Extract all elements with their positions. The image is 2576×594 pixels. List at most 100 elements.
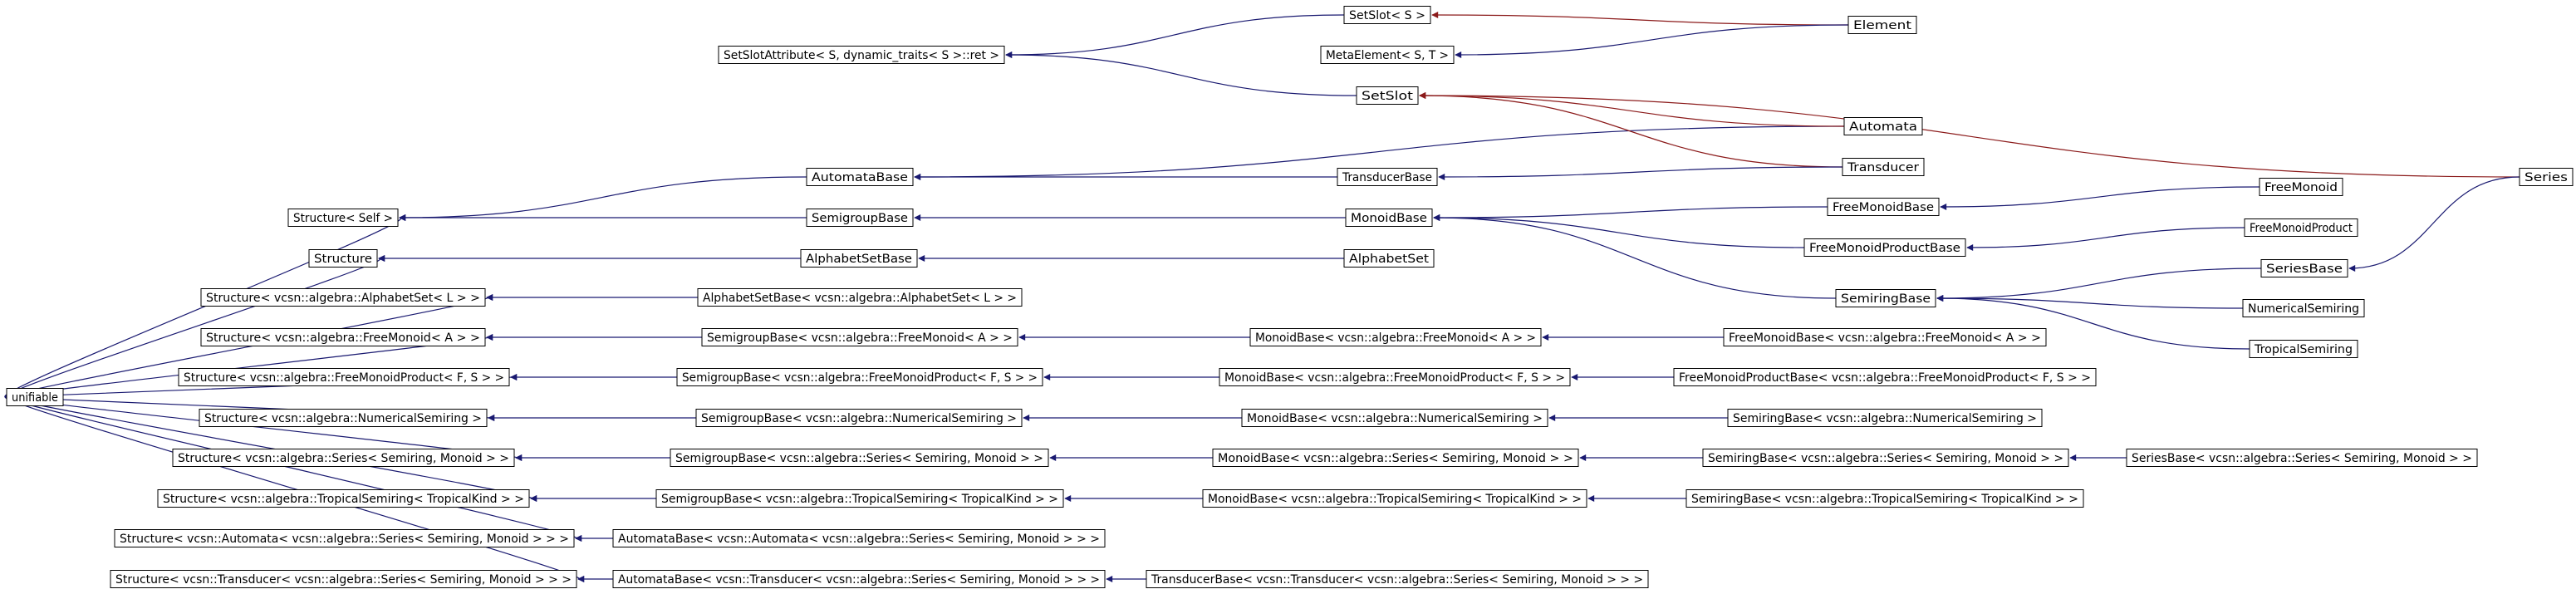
class-node-label: Structure< vcsn::algebra::TropicalSemiri…: [163, 493, 524, 506]
class-node-freemonoid[interactable]: FreeMonoid: [2259, 178, 2343, 196]
class-node-label: TransducerBase: [1342, 171, 1432, 184]
class-node-tropicalsemiring[interactable]: TropicalSemiring: [2249, 340, 2358, 358]
class-node-box: [157, 489, 530, 508]
class-node-structure-tropicalsemiring[interactable]: Structure< vcsn::algebra::TropicalSemiri…: [157, 489, 530, 508]
class-node-label: MonoidBase< vcsn::algebra::TropicalSemir…: [1208, 493, 1582, 506]
class-node-box: [2249, 340, 2358, 358]
class-node-semigroupbase[interactable]: SemigroupBase: [806, 209, 914, 227]
class-node-label: SemigroupBase< vcsn::algebra::Series< Se…: [675, 452, 1043, 465]
class-node-structure-transducer[interactable]: Structure< vcsn::Transducer< vcsn::algeb…: [110, 570, 577, 588]
class-node-alphabetsetbase-alphabetset[interactable]: AlphabetSetBase< vcsn::algebra::Alphabet…: [697, 288, 1023, 307]
class-node-structure-alphabetset[interactable]: Structure< vcsn::algebra::AlphabetSet< L…: [200, 288, 486, 307]
class-node-semigroupbase-freemonoid[interactable]: SemigroupBase< vcsn::algebra::FreeMonoid…: [701, 328, 1018, 346]
class-node-box: [1202, 489, 1587, 508]
class-node-freemonoidproductbase[interactable]: FreeMonoidProductBase: [1803, 238, 1966, 257]
class-node-box: [718, 46, 1005, 64]
class-node-structure-series[interactable]: Structure< vcsn::algebra::Series< Semiri…: [172, 449, 515, 467]
edge-tropicalsemiring-to-semiringbase: [1936, 295, 2250, 350]
class-node-structure-automata[interactable]: Structure< vcsn::Automata< vcsn::algebra…: [114, 529, 575, 547]
class-node-monoidbase-freemonoid[interactable]: MonoidBase< vcsn::algebra::FreeMonoid< A…: [1249, 328, 1542, 346]
class-node-box: [655, 489, 1064, 508]
class-node-monoidbase[interactable]: MonoidBase: [1345, 209, 1433, 227]
class-node-label: unifiable: [12, 391, 58, 405]
class-node-structure-numericalsemiring[interactable]: Structure< vcsn::algebra::NumericalSemir…: [199, 409, 488, 427]
class-node-monoidbase-tropicalsemiring[interactable]: MonoidBase< vcsn::algebra::TropicalSemir…: [1202, 489, 1587, 508]
class-node-monoidbase-series[interactable]: MonoidBase< vcsn::algebra::Series< Semir…: [1212, 449, 1579, 467]
class-node-semigroupbase-tropicalsemiring[interactable]: SemigroupBase< vcsn::algebra::TropicalSe…: [655, 489, 1064, 508]
class-node-box: [2519, 168, 2574, 186]
class-node-freemonoidbase[interactable]: FreeMonoidBase: [1827, 198, 1940, 216]
class-node-monoidbase-freemonoidproduct[interactable]: MonoidBase< vcsn::algebra::FreeMonoidPro…: [1219, 368, 1571, 386]
class-node-box: [1727, 409, 2043, 427]
class-node-box: [1843, 117, 1923, 135]
class-node-label: MetaElement< S, T >: [1326, 49, 1449, 62]
class-node-automatabase-transducer[interactable]: AutomataBase< vcsn::Transducer< vcsn::al…: [612, 570, 1106, 588]
class-node-series[interactable]: Series: [2519, 168, 2574, 186]
class-node-label: SeriesBase: [2266, 263, 2343, 276]
class-node-seriesbase[interactable]: SeriesBase: [2260, 259, 2348, 277]
edge-setslot_s-to-setslotattribute: [1005, 14, 1345, 58]
class-node-semiringbase-series[interactable]: SemiringBase< vcsn::algebra::Series< Sem…: [1702, 449, 2069, 467]
class-node-label: MonoidBase< vcsn::algebra::Series< Semir…: [1218, 452, 1573, 465]
class-node-semiringbase[interactable]: SemiringBase: [1835, 289, 1936, 307]
class-node-setslotattribute[interactable]: SetSlotAttribute< S, dynamic_traits< S >…: [718, 46, 1005, 64]
class-node-automatabase[interactable]: AutomataBase: [806, 168, 914, 186]
class-node-label: FreeMonoidProductBase< vcsn::algebra::Fr…: [1679, 371, 2091, 385]
class-node-structure-freemonoid[interactable]: Structure< vcsn::algebra::FreeMonoid< A …: [200, 328, 486, 346]
class-node-label: Structure< vcsn::algebra::FreeMonoid< A …: [206, 331, 480, 345]
class-node-transducer[interactable]: Transducer: [1842, 158, 1925, 176]
class-node-box: [308, 249, 378, 268]
class-node-freemonoidbase-freemonoid[interactable]: FreeMonoidBase< vcsn::algebra::FreeMonoi…: [1723, 328, 2047, 346]
class-node-box: [1219, 368, 1571, 386]
class-node-label: Structure< vcsn::Automata< vcsn::algebra…: [120, 533, 569, 546]
class-node-freemonoidproduct[interactable]: FreeMonoidProduct: [2244, 218, 2358, 237]
class-node-box: [287, 209, 399, 227]
class-node-element[interactable]: Element: [1847, 16, 1917, 34]
class-node-label: AlphabetSet: [1349, 253, 1429, 266]
class-node-transducerbase[interactable]: TransducerBase: [1337, 168, 1438, 186]
class-node-semiringbase-tropicalsemiring[interactable]: SemiringBase< vcsn::algebra::TropicalSem…: [1685, 489, 2084, 508]
class-node-structure[interactable]: Structure: [308, 249, 378, 268]
class-node-box: [6, 388, 64, 406]
class-node-semigroupbase-freemonoidproduct[interactable]: SemigroupBase< vcsn::algebra::FreeMonoid…: [676, 368, 1043, 386]
class-node-label: SemigroupBase< vcsn::algebra::FreeMonoid…: [682, 371, 1038, 385]
class-node-label: Series: [2524, 171, 2568, 184]
class-node-seriesbase-series[interactable]: SeriesBase< vcsn::algebra::Series< Semir…: [2126, 449, 2478, 467]
class-node-alphabetsetbase[interactable]: AlphabetSetBase: [800, 249, 918, 268]
class-node-box: [1320, 46, 1455, 64]
class-node-label: AutomataBase: [812, 171, 908, 184]
edge-freemonoidbase-to-monoidbase: [1433, 206, 1828, 221]
class-node-box: [670, 449, 1049, 467]
class-node-semigroupbase-series[interactable]: SemigroupBase< vcsn::algebra::Series< Se…: [670, 449, 1049, 467]
class-node-label: AlphabetSetBase< vcsn::algebra::Alphabet…: [703, 292, 1017, 305]
class-node-unifiable[interactable]: unifiable: [6, 388, 64, 406]
class-node-semigroupbase-numericalsemiring[interactable]: SemigroupBase< vcsn::algebra::NumericalS…: [695, 409, 1023, 427]
class-node-metaelement[interactable]: MetaElement< S, T >: [1320, 46, 1455, 64]
edge-seriesbase-to-semiringbase: [1936, 268, 2262, 302]
class-node-box: [199, 409, 488, 427]
class-node-semiringbase-numericalsemiring[interactable]: SemiringBase< vcsn::algebra::NumericalSe…: [1727, 409, 2043, 427]
class-node-box: [110, 570, 577, 588]
class-node-setslot[interactable]: SetSlot: [1356, 86, 1419, 105]
class-node-box: [1842, 158, 1925, 176]
edge-automata-to-automatabase: [914, 125, 1845, 180]
class-node-freemonoidproductbase-freemonoidproduct[interactable]: FreeMonoidProductBase< vcsn::algebra::Fr…: [1673, 368, 2097, 386]
class-node-numericalsemiring[interactable]: NumericalSemiring: [2242, 299, 2365, 317]
class-node-setslot-s[interactable]: SetSlot< S >: [1343, 6, 1431, 24]
class-node-box: [612, 529, 1106, 547]
class-node-alphabetset[interactable]: AlphabetSet: [1343, 249, 1435, 268]
class-node-automatabase-automata[interactable]: AutomataBase< vcsn::Automata< vcsn::alge…: [612, 529, 1106, 547]
class-node-automata[interactable]: Automata: [1843, 117, 1923, 135]
class-node-transducerbase-transducer[interactable]: TransducerBase< vcsn::Transducer< vcsn::…: [1146, 570, 1649, 588]
class-node-label: TransducerBase< vcsn::Transducer< vcsn::…: [1151, 573, 1643, 587]
class-node-label: SemiringBase< vcsn::algebra::TropicalSem…: [1691, 493, 2078, 506]
class-node-label: SemigroupBase< vcsn::algebra::TropicalSe…: [661, 493, 1058, 506]
class-node-structure-self[interactable]: Structure< Self >: [287, 209, 399, 227]
class-node-label: Structure< vcsn::algebra::AlphabetSet< L…: [206, 292, 480, 305]
class-node-label: Automata: [1849, 120, 1917, 134]
class-node-label: AlphabetSetBase: [806, 253, 912, 266]
class-node-label: SeriesBase< vcsn::algebra::Series< Semir…: [2132, 452, 2472, 465]
class-node-monoidbase-numericalsemiring[interactable]: MonoidBase< vcsn::algebra::NumericalSemi…: [1241, 409, 1548, 427]
class-node-box: [178, 368, 510, 386]
class-node-structure-freemonoidproduct[interactable]: Structure< vcsn::algebra::FreeMonoidProd…: [178, 368, 510, 386]
